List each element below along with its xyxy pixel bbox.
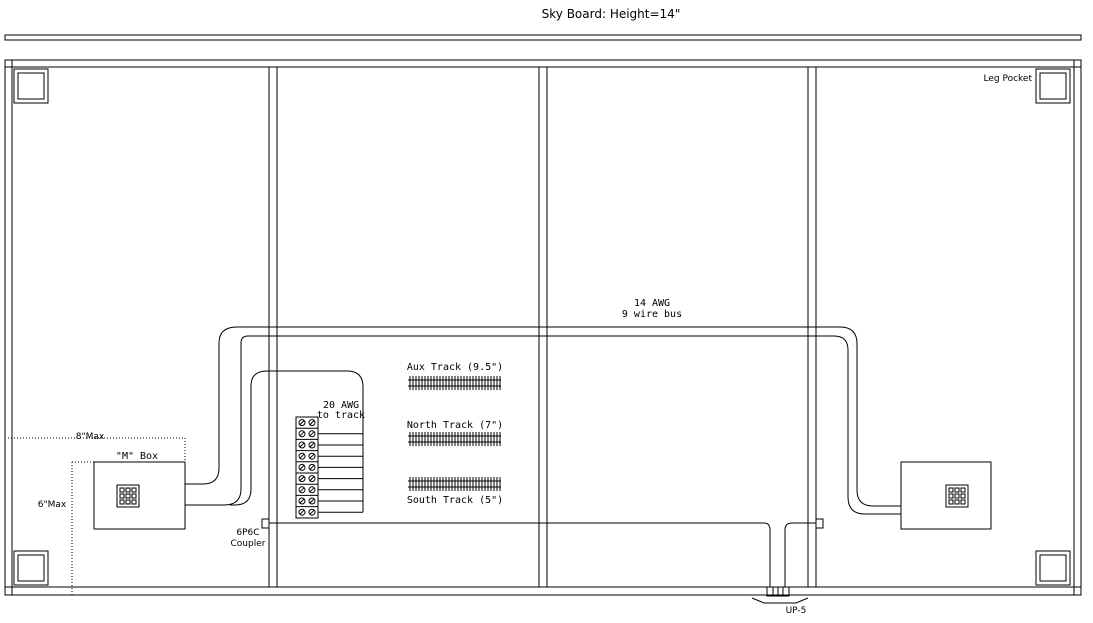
m-box — [93, 461, 186, 530]
leg-pocket-top-right — [1035, 68, 1071, 104]
leg-pocket-top-left — [13, 68, 49, 104]
terminal-screw — [298, 430, 306, 438]
north-track-label: North Track (7") — [407, 420, 503, 431]
max-dimension-guides — [8, 437, 186, 597]
aux-track — [408, 376, 501, 390]
coupler-label-line1: 6P6C — [236, 528, 259, 538]
diagram-title: Sky Board: Height=14" — [542, 7, 681, 21]
terminal-screw — [308, 486, 316, 494]
terminal-screw — [308, 441, 316, 449]
m-box-connector-icon — [116, 484, 140, 508]
width-max-label: 8"Max — [76, 432, 105, 442]
right-box-connector-icon — [945, 484, 969, 508]
bus-wire — [185, 326, 901, 507]
leg-pocket-label: Leg Pocket — [984, 74, 1033, 84]
bus-label-line2: 9 wire bus — [622, 309, 682, 320]
terminal-screw — [298, 441, 306, 449]
north-track — [408, 432, 501, 446]
coupler-label-line2: Coupler — [231, 539, 266, 549]
terminal-screw — [298, 452, 306, 460]
up5-label: UP-5 — [786, 606, 807, 616]
terminal-screw — [298, 419, 306, 427]
coupler-left — [261, 518, 270, 529]
m-box-label: "M" Box — [116, 451, 158, 462]
terminal-screw — [298, 486, 306, 494]
terminal-screw — [298, 508, 306, 516]
leg-pocket-bottom-left — [13, 550, 49, 586]
terminal-screw — [308, 497, 316, 505]
terminal-screw — [308, 463, 316, 471]
awg20-label-line2: to track — [317, 410, 365, 421]
aux-track-label: Aux Track (9.5") — [407, 362, 503, 373]
awg20-feed-wire — [230, 370, 364, 512]
height-max-label: 6"Max — [38, 500, 67, 510]
leg-pocket-bottom-right — [1035, 550, 1071, 586]
right-box — [900, 461, 992, 530]
terminal-screw — [308, 430, 316, 438]
terminal-screw — [308, 419, 316, 427]
terminal-screw — [308, 475, 316, 483]
coupler-wiring — [261, 518, 824, 587]
terminal-screw — [298, 475, 306, 483]
south-track-label: South Track (5") — [407, 495, 503, 506]
bus-wire-inner — [185, 335, 901, 515]
terminal-screw — [298, 463, 306, 471]
south-track — [408, 477, 501, 491]
terminal-screw — [298, 497, 306, 505]
terminal-screw — [308, 452, 316, 460]
terminal-screw — [308, 508, 316, 516]
awg20-label-line1: 20 AWG — [323, 400, 359, 411]
sky-board-strip — [4, 34, 1082, 41]
terminal-strip — [295, 416, 363, 519]
coupler-right — [815, 518, 824, 529]
bus-label-line1: 14 AWG — [634, 298, 670, 309]
up5-panel — [751, 586, 809, 604]
board-frame — [4, 59, 1082, 596]
